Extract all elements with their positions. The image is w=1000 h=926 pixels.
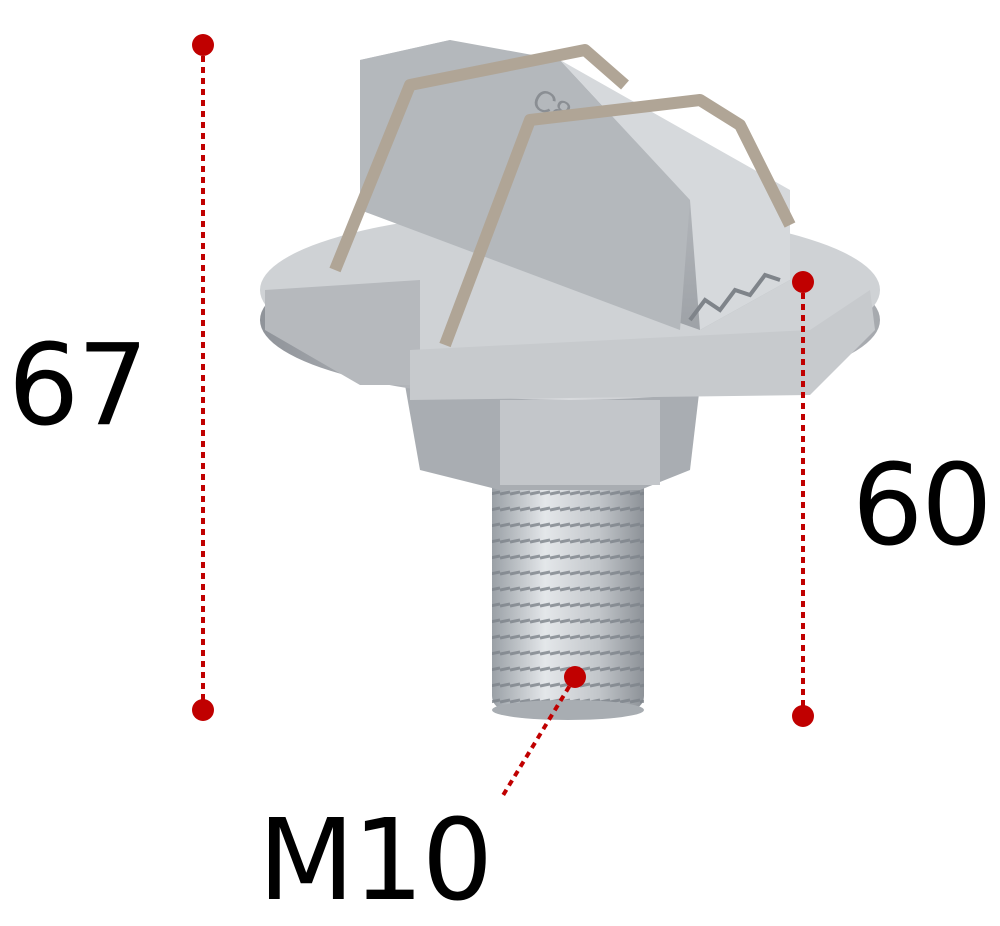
- dimension-endpoint-bottom: [192, 699, 214, 721]
- overall-height-label: 67: [8, 321, 149, 451]
- leader-endpoint: [564, 666, 586, 688]
- spring-wire: [329, 44, 796, 348]
- dimension-endpoint-top: [192, 34, 214, 56]
- thread-size-label: M10: [258, 796, 493, 926]
- threaded-shank: [492, 470, 644, 720]
- dimension-endpoint-bottom: [792, 705, 814, 727]
- dimension-endpoint-top: [792, 271, 814, 293]
- dimension-line-below-disc: [792, 271, 814, 727]
- thread-leader-line: [500, 666, 586, 799]
- height-below-disc-label: 60: [852, 441, 993, 571]
- hex-head: [405, 385, 700, 490]
- dimension-line-overall: [192, 34, 214, 721]
